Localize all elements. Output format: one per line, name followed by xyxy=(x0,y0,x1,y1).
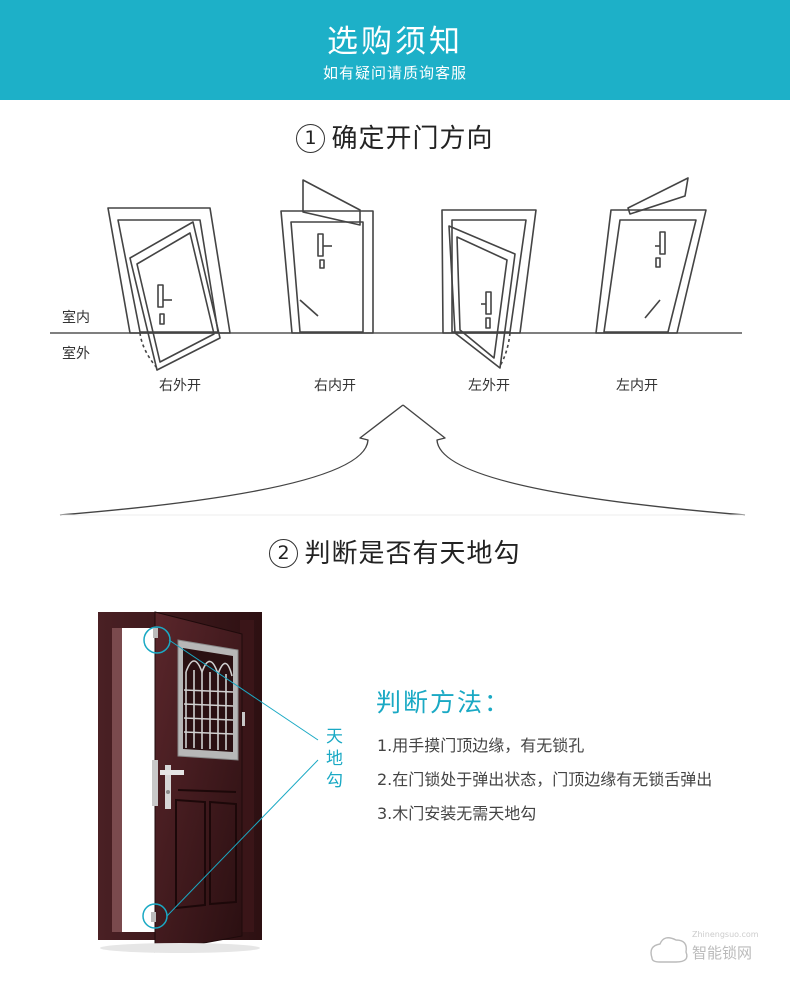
section-2-number: 2 xyxy=(269,539,299,568)
method-title: 判断方法： xyxy=(376,688,512,717)
door-left-inward xyxy=(595,177,707,334)
section-1-text: 确定开门方向 xyxy=(331,124,494,154)
watermark-url: Zhinengsuo.com xyxy=(692,930,759,939)
door-label-3: 左外开 xyxy=(468,378,510,394)
up-arrow xyxy=(59,404,746,516)
door-direction-diagram xyxy=(50,177,746,516)
tiandigou-label: 天地勾 xyxy=(326,727,343,791)
section-1-number: 1 xyxy=(296,124,326,153)
cloud-icon xyxy=(650,937,688,963)
section-2-text: 判断是否有天地勾 xyxy=(304,539,521,569)
header-title: 选购须知 xyxy=(327,24,463,60)
door-label-1: 右外开 xyxy=(159,378,201,394)
header-subtitle: 如有疑问请质询客服 xyxy=(322,64,467,82)
door-label-4: 左内开 xyxy=(616,378,658,394)
method-item-3: 3.木门安装无需天地勾 xyxy=(377,804,537,823)
method-item-2: 2.在门锁处于弹出状态，门顶边缘有无锁舌弹出 xyxy=(377,770,713,789)
header-banner: 选购须知 如有疑问请质询客服 xyxy=(0,0,790,100)
door-right-outward xyxy=(107,207,231,371)
method-item-1: 1.用手摸门顶边缘，有无锁孔 xyxy=(377,736,585,755)
outdoor-label: 室外 xyxy=(62,346,90,362)
watermark-brand: 智能锁网 xyxy=(692,944,753,962)
door-right-inward xyxy=(280,179,374,334)
indoor-label: 室内 xyxy=(62,310,90,326)
door-label-2: 右内开 xyxy=(314,378,356,394)
door-left-outward xyxy=(441,209,537,369)
